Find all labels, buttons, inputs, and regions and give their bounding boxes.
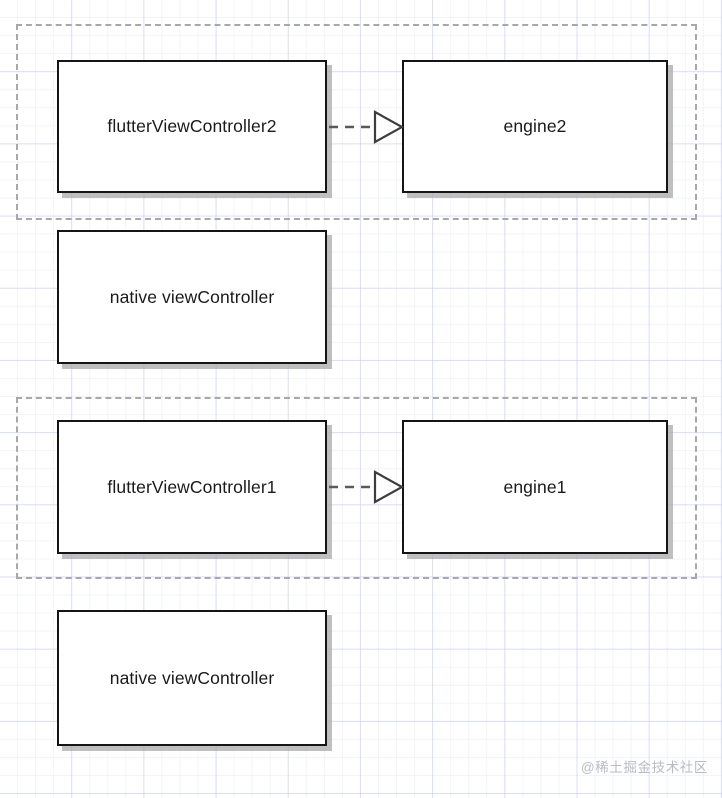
connector-hollow-triangle-arrowhead — [373, 470, 405, 504]
node-engine-2[interactable]: engine2 — [402, 60, 668, 193]
node-native-view-controller-top[interactable]: native viewController — [57, 230, 327, 364]
node-label: native viewController — [109, 667, 275, 688]
node-label: engine2 — [503, 116, 567, 136]
connector-arrow-fvc1-to-engine1[interactable] — [327, 464, 405, 510]
connector-hollow-triangle-arrowhead — [373, 110, 405, 144]
node-engine-1[interactable]: engine1 — [402, 420, 668, 554]
connector-arrow-fvc2-to-engine2[interactable] — [327, 104, 405, 150]
node-label: native viewController — [109, 286, 275, 307]
watermark-text: @稀土掘金技术社区 — [580, 760, 708, 775]
node-label: flutterViewController2 — [107, 116, 277, 136]
node-label: engine1 — [503, 476, 567, 497]
node-native-view-controller-bottom[interactable]: native viewController — [57, 610, 327, 746]
node-label: flutterViewController1 — [107, 476, 277, 497]
node-flutter-view-controller-2[interactable]: flutterViewController2 — [57, 60, 327, 193]
node-flutter-view-controller-1[interactable]: flutterViewController1 — [57, 420, 327, 554]
